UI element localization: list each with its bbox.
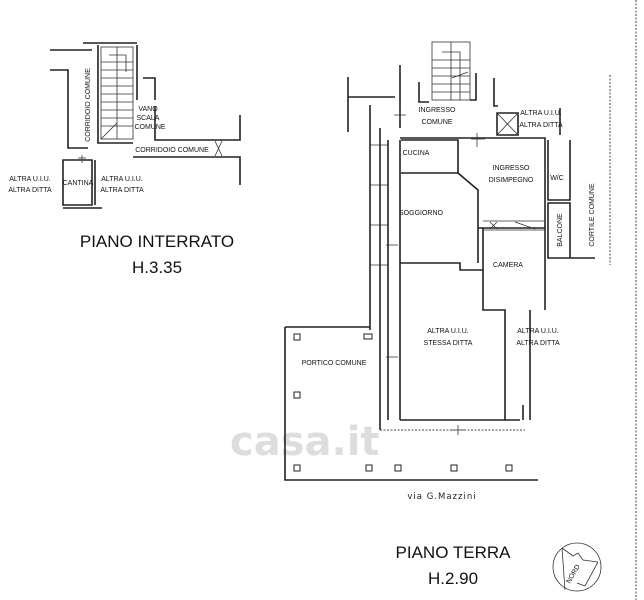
- watermark: casa.it: [230, 419, 380, 465]
- room-label: SOGGIORNO: [399, 210, 444, 217]
- room-label: COMUNE: [134, 124, 165, 131]
- stair-icon: [431, 41, 471, 101]
- column: [293, 464, 301, 472]
- room-label: ALTRA DITTA: [516, 340, 560, 347]
- stair-icon: [100, 46, 134, 140]
- column: [363, 333, 373, 340]
- room-label: SCALA: [137, 115, 160, 122]
- room-label: COMUNE: [421, 119, 452, 126]
- column: [394, 464, 402, 472]
- ground-title: PIANO TERRA: [396, 543, 512, 562]
- room-label: CAMERA: [493, 262, 523, 269]
- north-arrow-icon: NORD: [552, 542, 602, 592]
- ground-plan: INGRESSO COMUNE ALTRA U.I.U. ALTRA DITTA…: [284, 0, 637, 600]
- room-label: ALTRA U.I.U.: [520, 110, 562, 117]
- column: [450, 464, 458, 472]
- north-label: NORD: [566, 564, 582, 585]
- ground-height: H.2.90: [428, 569, 478, 588]
- basement-plan: CORRIDOIO COMUNE VANO SCALA COMUNE CORRI…: [8, 42, 241, 277]
- column: [293, 333, 301, 341]
- room-label: ALTRA U.I.U.: [427, 328, 469, 335]
- room-label: W/C: [550, 175, 564, 182]
- room-label: ALTRA DITTA: [8, 187, 52, 194]
- room-label: ALTRA U.I.U.: [517, 328, 559, 335]
- room-label: CORRIDOIO COMUNE: [85, 68, 92, 142]
- room-label: INGRESSO: [493, 165, 531, 172]
- column: [505, 464, 513, 472]
- room-label: INGRESSO: [419, 107, 457, 114]
- room-label: CORTILE COMUNE: [589, 183, 596, 247]
- room-label: STESSA DITTA: [424, 340, 473, 347]
- column: [365, 464, 373, 472]
- room-label: VANO: [138, 106, 158, 113]
- room-label: CORRIDOIO COMUNE: [135, 147, 209, 154]
- street-name: via G.Mazzini: [407, 492, 476, 502]
- room-label: ALTRA DITTA: [100, 187, 144, 194]
- room-label: ALTRA U.I.U.: [9, 176, 51, 183]
- room-label: ALTRA DITTA: [519, 122, 563, 129]
- basement-height: H.3.35: [132, 258, 182, 277]
- room-label: DISIMPEGNO: [489, 177, 534, 184]
- room-label: CANTINA: [63, 180, 94, 187]
- room-label: CUCINA: [403, 150, 430, 157]
- room-label: BALCONE: [557, 213, 564, 247]
- room-label: PORTICO COMUNE: [302, 360, 367, 367]
- column: [293, 391, 301, 399]
- room-label: ALTRA U.I.U.: [101, 176, 143, 183]
- basement-title: PIANO INTERRATO: [80, 232, 234, 251]
